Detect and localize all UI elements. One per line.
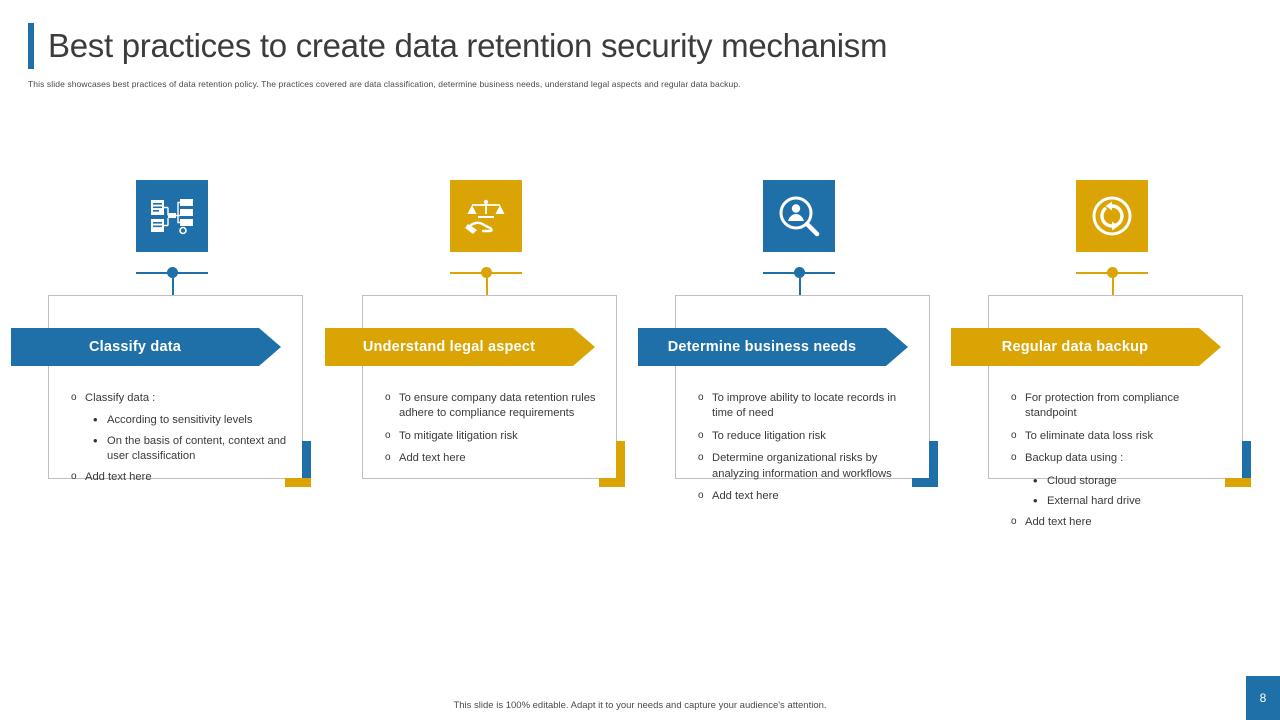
bullet-marker: o [71, 392, 77, 403]
bullet-text: Add text here [85, 470, 152, 483]
legal-scales-hand-icon [450, 180, 522, 252]
bullet-marker: o [698, 452, 704, 464]
practice-bullets-4: o For protection from compliance standpoi… [1011, 391, 1230, 537]
corner-accent-1 [285, 441, 311, 487]
bullet-text: Classify data : [85, 392, 156, 404]
practice-banner-1: Classify data [11, 328, 281, 366]
bullet-text: According to sensitivity levels [107, 414, 253, 427]
practice-bullets-3: o To improve ability to locate records in… [698, 391, 917, 512]
bullet-text: To reduce litigation risk [712, 429, 826, 442]
bullet-text: Add text here [712, 490, 779, 503]
user-search-icon [763, 180, 835, 252]
slide-title-bar: Best practices to create data retention … [28, 22, 1252, 70]
connector-3 [763, 262, 835, 300]
practice-card-3: Determine business needs o To improve abi… [638, 295, 938, 502]
practice-card-2: Understand legal aspect o To ensure compa… [325, 295, 625, 487]
bullet-marker: o [1011, 429, 1017, 441]
bullet-marker: o [71, 470, 77, 482]
practice-bullets-2: o To ensure company data retention rules … [385, 391, 604, 474]
practice-bullets-1: o Classify data : • According to sensitivi… [71, 391, 290, 492]
bullet-marker: o [698, 490, 704, 502]
bullet-text: Cloud storage [1047, 474, 1117, 487]
practice-banner-3: Determine business needs [638, 328, 908, 366]
bullet-text: Add text here [1025, 515, 1092, 528]
bullet-marker: o [1011, 392, 1017, 403]
slide-subtitle: This slide showcases best practices of d… [28, 79, 741, 89]
data-classification-icon [136, 180, 208, 252]
practice-heading-3: Determine business needs [667, 339, 857, 355]
bullet-marker: • [1033, 493, 1038, 509]
practice-heading-4: Regular data backup [1001, 339, 1149, 355]
bullet-text: Add text here [399, 452, 466, 465]
bullet-marker: o [698, 392, 704, 403]
connector-1 [136, 262, 208, 300]
bullet-marker: o [1011, 452, 1017, 464]
practice-card-1: Classify data o Classify data : • Accordin… [11, 295, 311, 487]
bullet-text: To mitigate litigation risk [399, 429, 518, 442]
bullet-text: To eliminate data loss risk [1025, 429, 1154, 442]
page-number-tab: 8 [1246, 676, 1280, 720]
backup-refresh-icon [1076, 180, 1148, 252]
bullet-marker: o [698, 429, 704, 441]
footer-note: This slide is 100% editable. Adapt it to… [453, 700, 827, 711]
bullet-marker: • [93, 412, 98, 428]
connector-4 [1076, 262, 1148, 300]
practice-columns: Classify data o Classify data : • Accordin… [0, 150, 1280, 650]
bullet-text: Determine organizational risks by analyz… [712, 452, 892, 480]
corner-accent-2 [599, 441, 625, 487]
bullet-marker: • [93, 432, 98, 448]
practice-banner-2: Understand legal aspect [325, 328, 595, 366]
bullet-marker: o [385, 452, 391, 464]
practice-banner-4: Regular data backup [951, 328, 1221, 366]
bullet-marker: o [385, 392, 391, 403]
bullet-text: On the basis of content, context and use… [107, 434, 287, 463]
practice-heading-1: Classify data [88, 339, 182, 355]
connector-2 [450, 262, 522, 300]
bullet-text: For protection from compliance standpoin… [1025, 392, 1180, 420]
practice-heading-2: Understand legal aspect [362, 339, 536, 355]
bullet-text: Backup data using : [1025, 452, 1124, 465]
title-accent-bar [28, 23, 34, 69]
bullet-text: External hard drive [1047, 495, 1141, 508]
bullet-marker: o [1011, 515, 1017, 527]
corner-accent-4 [1225, 441, 1251, 487]
page-number: 8 [1259, 691, 1267, 705]
practice-card-4: Regular data backup o For protection from… [951, 295, 1251, 528]
corner-accent-3 [912, 441, 938, 487]
bullet-marker: o [385, 429, 391, 441]
page-title: Best practices to create data retention … [48, 27, 888, 64]
bullet-text: To ensure company data retention rules a… [399, 392, 596, 420]
bullet-text: To improve ability to locate records in … [712, 392, 897, 420]
bullet-marker: • [1033, 472, 1038, 488]
